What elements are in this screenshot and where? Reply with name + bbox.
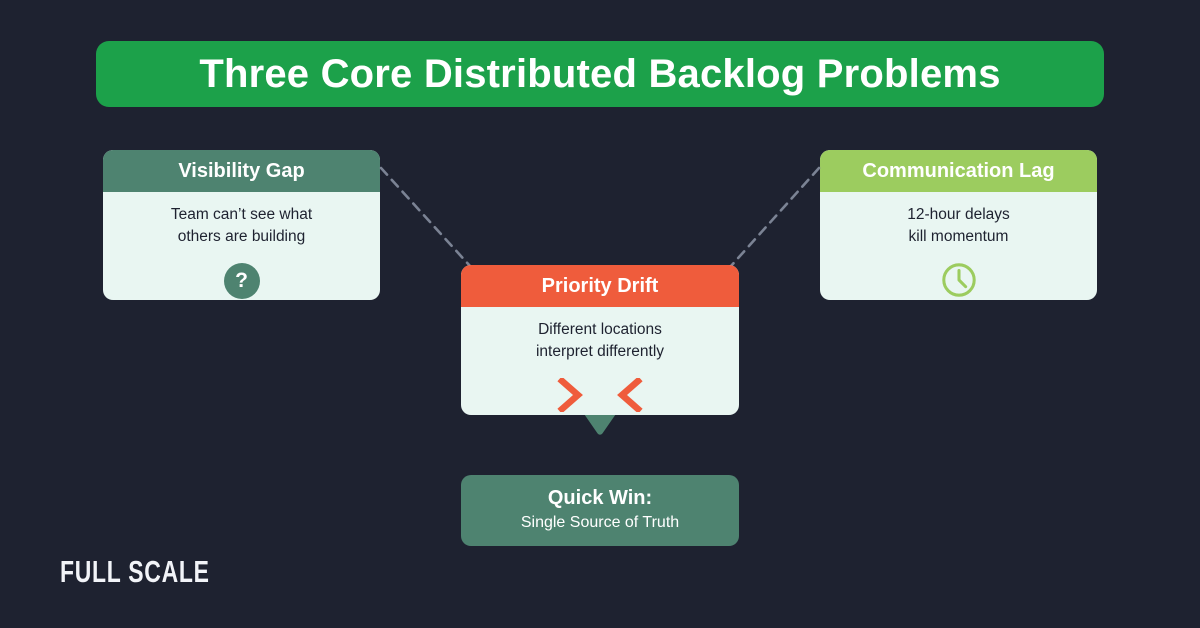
card-header-visibility-gap: Visibility Gap [103, 150, 380, 192]
card-visibility-gap[interactable]: Visibility Gap Team can’t see what other… [103, 150, 380, 300]
card-title-communication-lag: Communication Lag [862, 160, 1055, 182]
question-mark-glyph: ? [235, 269, 248, 293]
card-body-priority-drift: Different locations interpret differentl… [461, 307, 739, 412]
card-header-priority-drift: Priority Drift [461, 265, 739, 307]
card-body-visibility-gap: Team can’t see what others are building … [103, 192, 380, 299]
card-communication-lag[interactable]: Communication Lag 12-hour delays kill mo… [820, 150, 1097, 300]
converging-chevrons-icon [557, 377, 643, 412]
card-description-priority-drift: Different locations interpret differentl… [535, 321, 665, 361]
card-body-communication-lag: 12-hour delays kill momentum [820, 192, 1097, 299]
card-header-communication-lag: Communication Lag [820, 150, 1097, 192]
clock-icon [941, 263, 976, 297]
card-priority-drift[interactable]: Priority Drift Different locations inter… [461, 265, 739, 415]
chevron-left-icon [617, 377, 643, 412]
page-title: Three Core Distributed Backlog Problems [199, 52, 1001, 96]
card-title-visibility-gap: Visibility Gap [178, 160, 305, 182]
card-title-priority-drift: Priority Drift [541, 275, 659, 297]
chevron-right-icon [557, 377, 583, 412]
question-mark-icon: ? [223, 262, 260, 299]
page-title-banner: Three Core Distributed Backlog Problems [96, 41, 1104, 107]
quick-win-title: Quick Win: [547, 487, 653, 510]
card-description-communication-lag: 12-hour delays kill momentum [907, 206, 1010, 246]
connector-communication-to-priority [729, 166, 821, 268]
connector-visibility-to-priority [379, 166, 472, 268]
full-scale-logo: FULL SCALE [60, 554, 210, 589]
card-quick-win[interactable]: Quick Win: Single Source of Truth [461, 475, 739, 546]
quick-win-subtitle: Single Source of Truth [520, 514, 680, 532]
card-description-visibility-gap: Team can’t see what others are building [170, 206, 313, 246]
